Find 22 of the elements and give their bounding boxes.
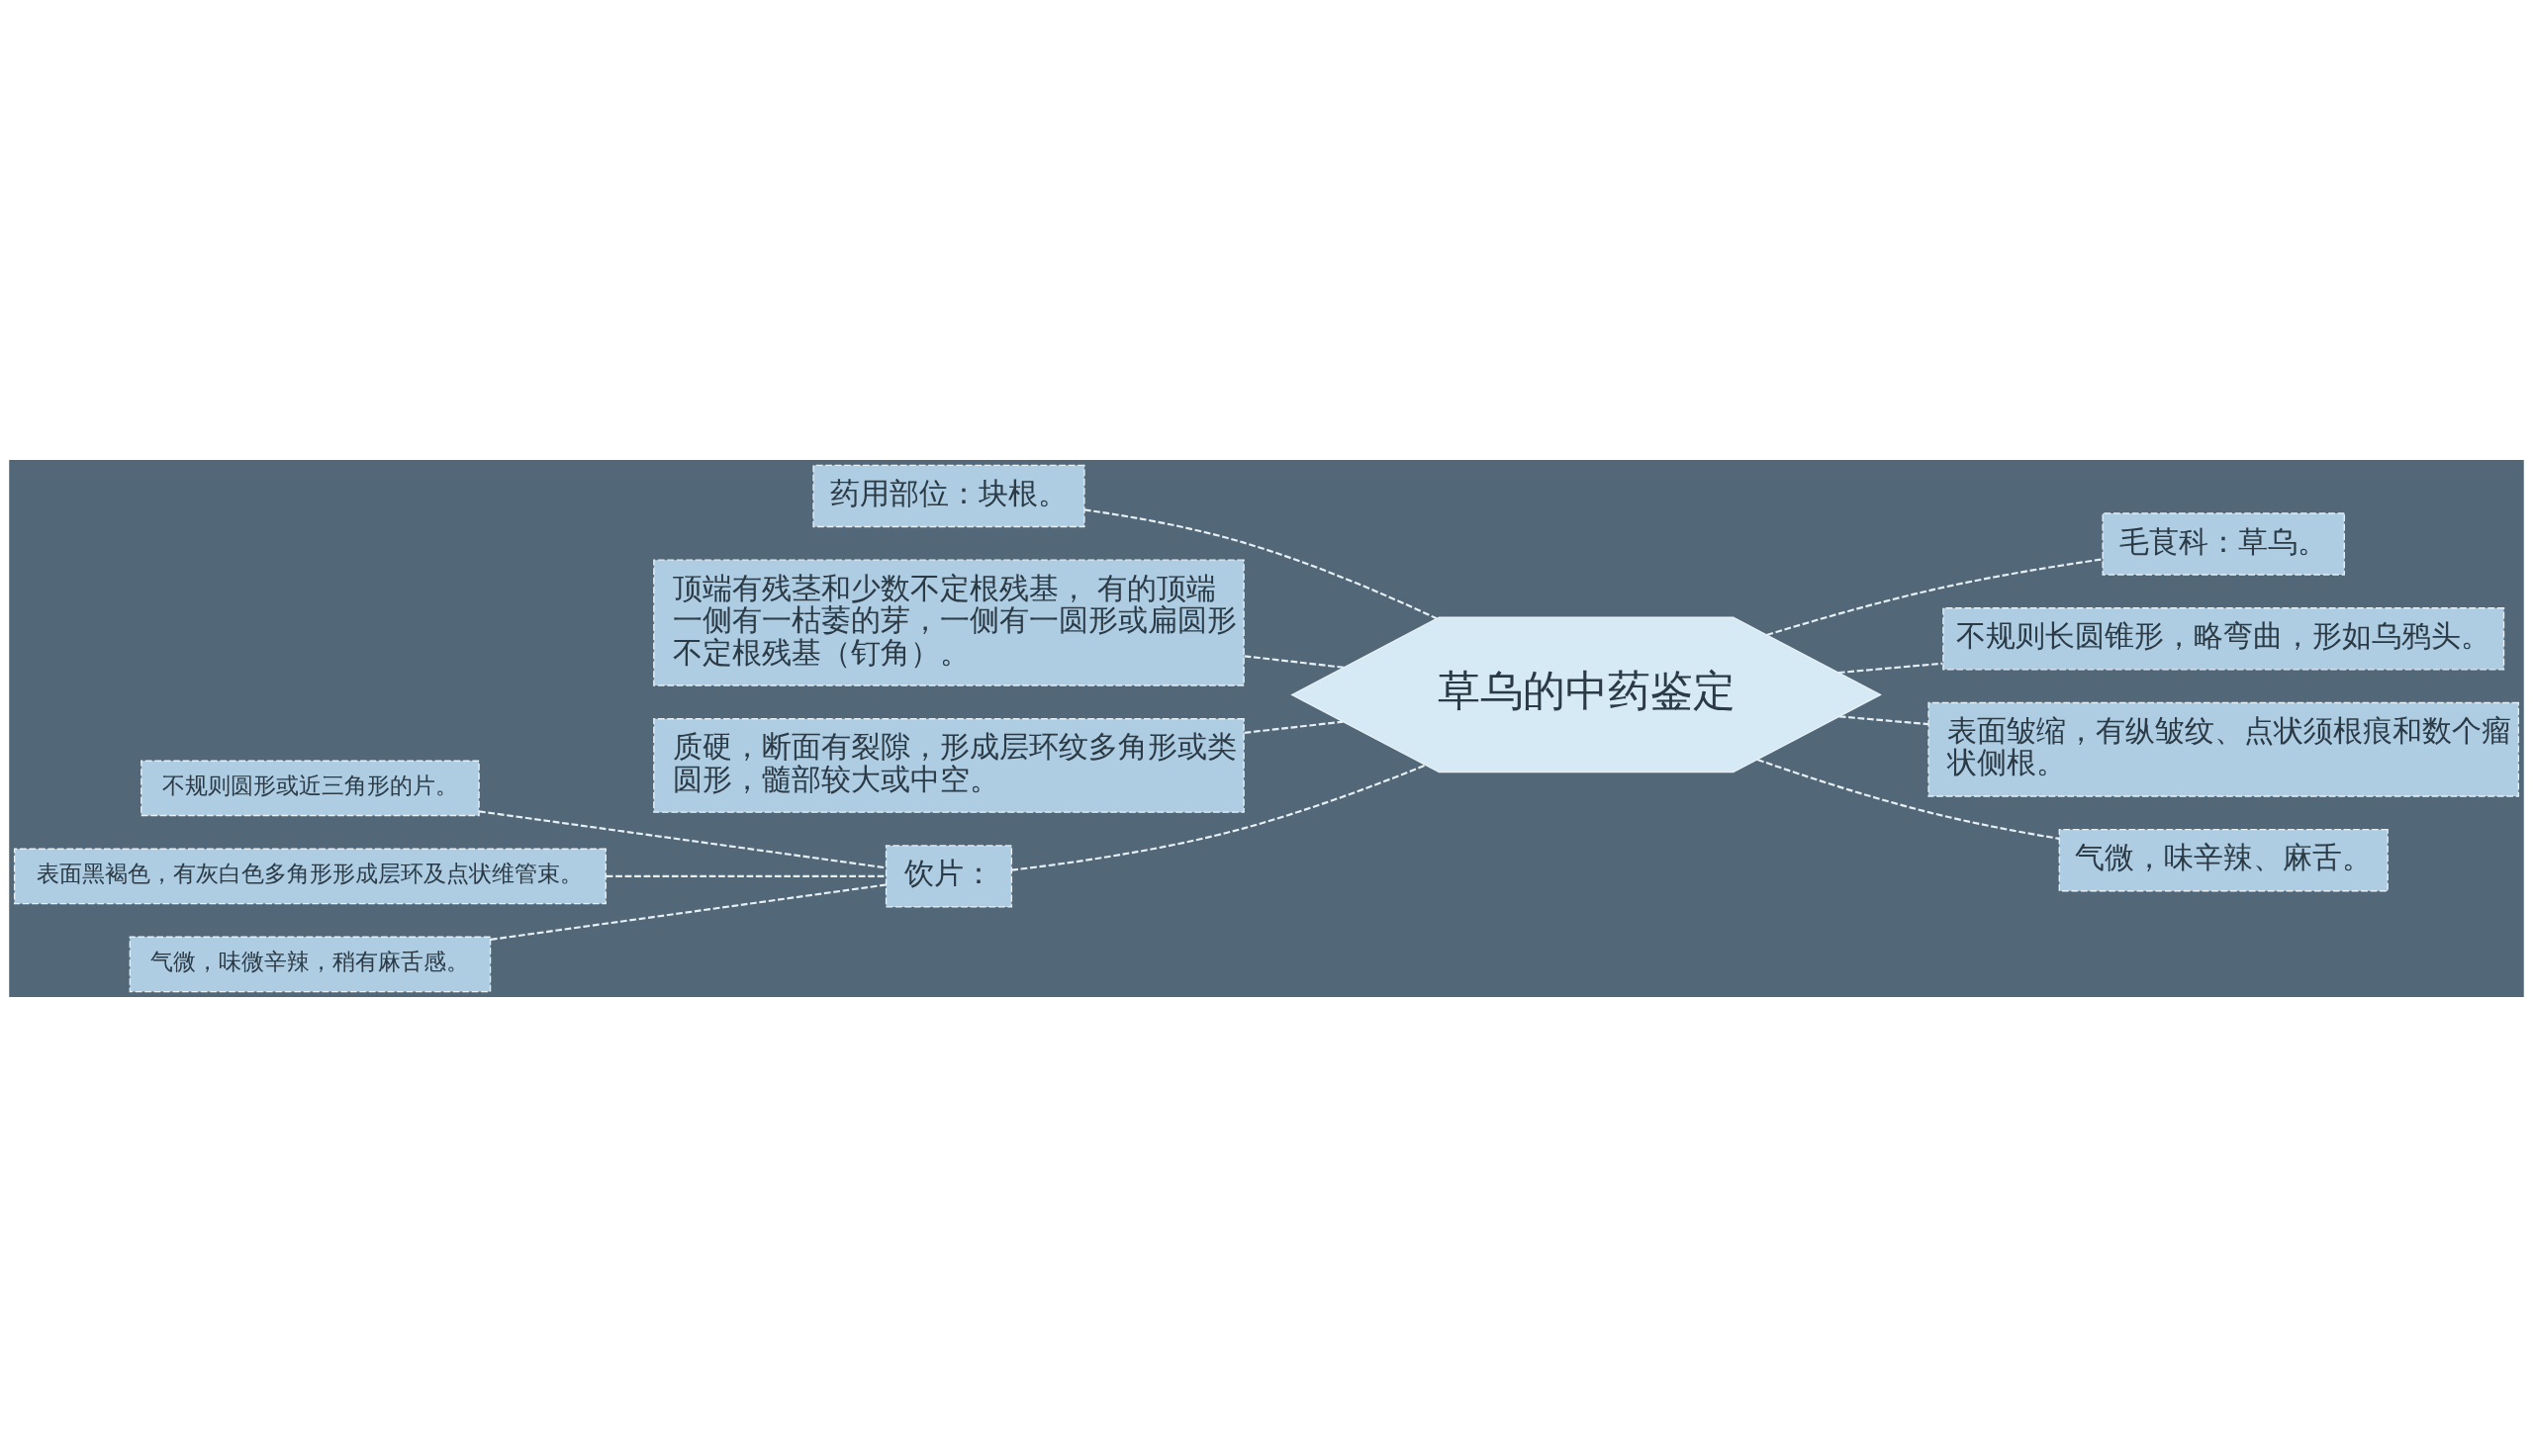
connector	[1756, 758, 2060, 840]
connector	[1244, 720, 1344, 734]
node-box: 气微，味微辛辣，稍有麻舌感。	[129, 936, 492, 992]
connector	[490, 882, 887, 941]
connector	[1837, 662, 1943, 674]
node-box: 药用部位：块根。	[812, 464, 1085, 527]
node-box: 饮片：	[885, 844, 1013, 908]
node-box: 不规则长圆锥形，略弯曲，形如乌鸦头。	[1942, 606, 2505, 670]
node-box: 气微，味辛辣、麻舌。	[2058, 828, 2389, 891]
connector	[1766, 557, 2104, 636]
connector	[606, 874, 887, 877]
connector	[1083, 507, 1438, 619]
node-box: 质硬，断面有裂隙，形成层环纹多角形或类圆形，髓部较大或中空。	[653, 717, 1245, 813]
node-box: 顶端有残茎和少数不定根残基， 有的顶端一侧有一枯萎的芽，一侧有一圆形或扁圆形不定根残基（钉角）。	[653, 559, 1245, 686]
connector	[1011, 764, 1427, 871]
node-box: 表面皱缩，有纵皱纹、点状须根痕和数个瘤状侧根。	[1927, 701, 2520, 797]
connector	[1838, 714, 1928, 725]
connector	[1244, 654, 1344, 669]
node-box: 不规则圆形或近三角形的片。	[141, 760, 480, 816]
node-box: 毛茛科：草乌。	[2102, 511, 2345, 576]
node-box: 表面黑褐色，有灰白色多角形形成层环及点状维管束。	[13, 848, 607, 904]
connector	[478, 809, 887, 868]
